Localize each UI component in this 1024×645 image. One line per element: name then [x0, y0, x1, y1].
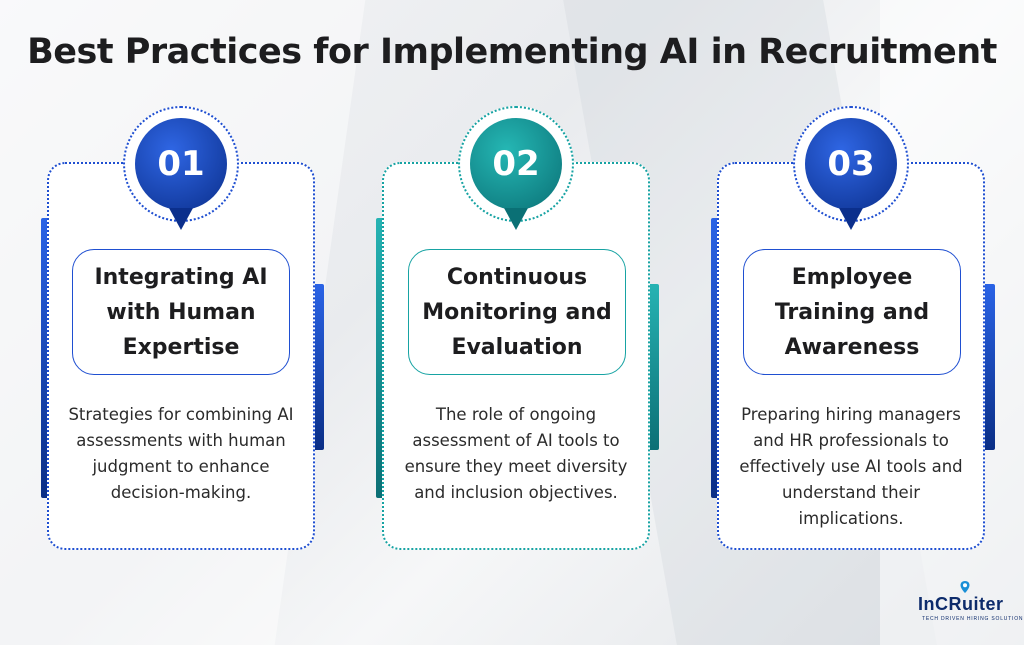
- badge-pointer: [839, 208, 863, 230]
- card-heading-box: Integrating AI with Human Expertise: [72, 249, 290, 375]
- card-heading: Integrating AI with Human Expertise: [94, 260, 267, 365]
- card-heading-line: Monitoring and: [422, 299, 612, 325]
- page-title: Best Practices for Implementing AI in Re…: [27, 32, 997, 72]
- card-description: Strategies for combining AI assessments …: [68, 405, 294, 502]
- card-description: Preparing hiring managers and HR profess…: [739, 405, 963, 528]
- logo-tagline: TECH DRIVEN HIRING SOLUTION: [922, 616, 1024, 622]
- card-heading-line: Expertise: [122, 334, 240, 360]
- card-heading-line: Awareness: [784, 334, 920, 360]
- badge-pointer: [504, 208, 528, 230]
- step-number-badge: 01: [135, 118, 227, 210]
- card-heading-line: Continuous: [446, 264, 588, 290]
- card-heading-line: Employee: [791, 264, 913, 290]
- card-heading-box: Continuous Monitoring and Evaluation: [408, 249, 626, 375]
- card-heading-line: with Human: [106, 299, 256, 325]
- step-number-badge: 02: [470, 118, 562, 210]
- card-heading-box: Employee Training and Awareness: [743, 249, 961, 375]
- card-heading-line: Evaluation: [451, 334, 583, 360]
- logo-wordmark: InCRuiter: [918, 594, 1004, 614]
- incruiter-logo: InCRuiter TECH DRIVEN HIRING SOLUTION: [918, 580, 1023, 626]
- badge-pointer: [169, 208, 193, 230]
- card-heading: Continuous Monitoring and Evaluation: [422, 260, 612, 365]
- location-pin-icon: [960, 581, 970, 593]
- card-description: The role of ongoing assessment of AI too…: [404, 405, 628, 502]
- card-heading: Employee Training and Awareness: [775, 260, 929, 365]
- step-number-badge: 03: [805, 118, 897, 210]
- card-heading-line: Integrating AI: [94, 264, 268, 290]
- card-heading-line: Training and: [774, 299, 930, 325]
- card-accent-bar: [982, 284, 995, 450]
